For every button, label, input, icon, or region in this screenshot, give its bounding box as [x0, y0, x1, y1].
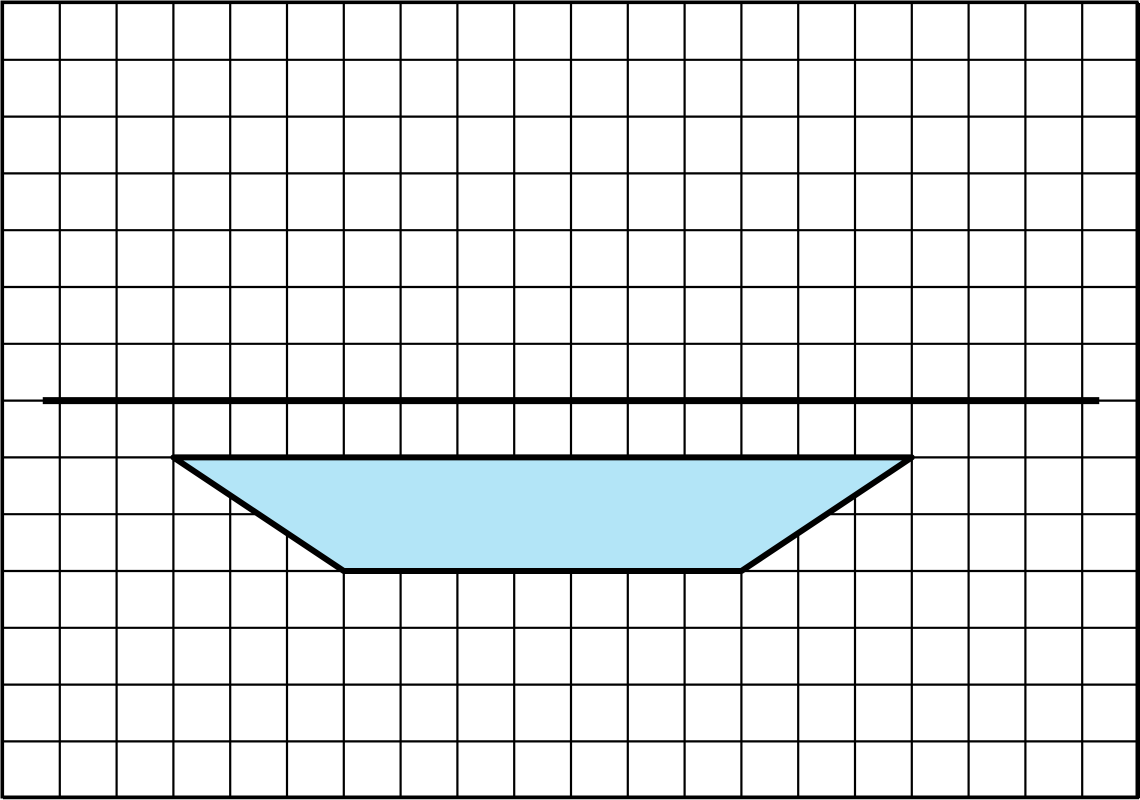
trapezoid-shape	[170, 454, 915, 574]
